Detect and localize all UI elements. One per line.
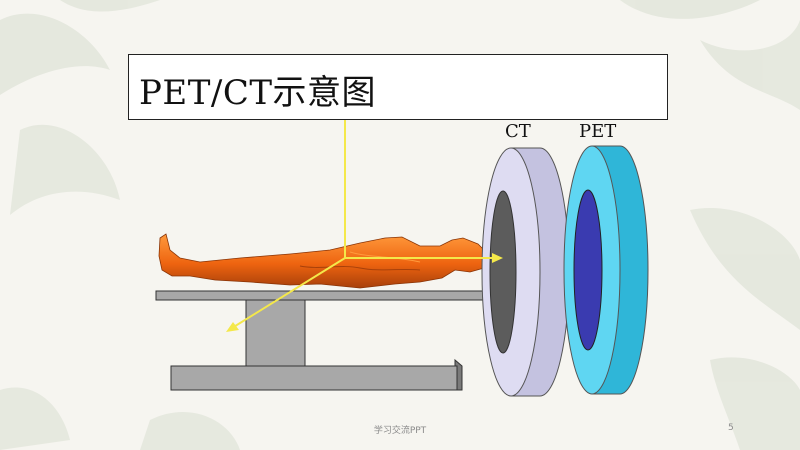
footer-text: 学习交流PPT: [373, 426, 427, 436]
axis-arrowhead: [492, 253, 503, 263]
ct-label: CT: [505, 121, 531, 142]
axis-diagonal: [231, 257, 346, 329]
table-base: [170, 365, 458, 391]
table-top: [155, 290, 487, 301]
page-number: 5: [728, 423, 734, 433]
coordinate-axes: [226, 118, 503, 332]
pet-label: PET: [579, 121, 617, 142]
ct-bore: [489, 190, 517, 354]
pet-bore: [573, 189, 603, 351]
patient-body: [158, 233, 491, 289]
slide-title: PET/CT示意图: [139, 73, 377, 113]
scanner-table: [155, 290, 487, 391]
title-box: PET/CT示意图: [128, 54, 668, 120]
axis-diagonal-arrowhead: [226, 322, 239, 332]
table-pedestal: [245, 299, 306, 367]
pet-ring: [563, 145, 649, 395]
ct-ring: [481, 147, 570, 397]
